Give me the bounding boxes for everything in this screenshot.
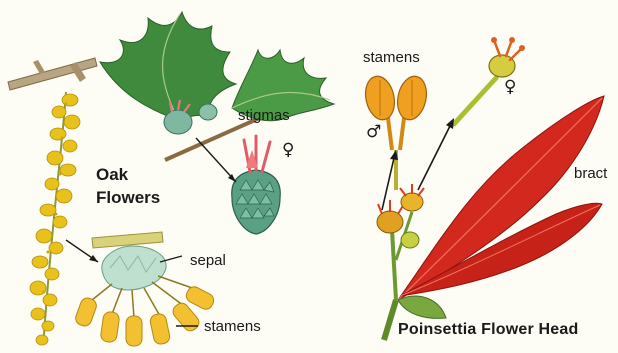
- poinsettia-stamens-label: stamens: [363, 50, 420, 65]
- oak-female-flower-enlarged: [232, 136, 281, 234]
- poinsettia-male-symbol: ♂: [366, 124, 381, 141]
- oak-male-flower-enlarged: [74, 232, 216, 346]
- oak-stamens-label: stamens: [204, 319, 261, 334]
- oak-flowers-title-line1: Oak: [96, 166, 128, 183]
- oak-sepal-label: sepal: [190, 253, 226, 268]
- poinsettia-stem-and-cyathia: [377, 184, 424, 340]
- poinsettia-title: Poinsettia Flower Head: [398, 322, 578, 338]
- oak-female-symbol: ♀: [282, 142, 294, 159]
- poinsettia-female-symbol: ♀: [504, 79, 516, 96]
- oak-leaf-branch: [100, 12, 334, 160]
- poinsettia-bract-label: bract: [574, 166, 607, 181]
- oak-flowers-title-line2: Flowers: [96, 189, 160, 206]
- oak-stigmas-label: stigmas: [238, 108, 290, 123]
- poinsettia-bracts: [398, 96, 604, 318]
